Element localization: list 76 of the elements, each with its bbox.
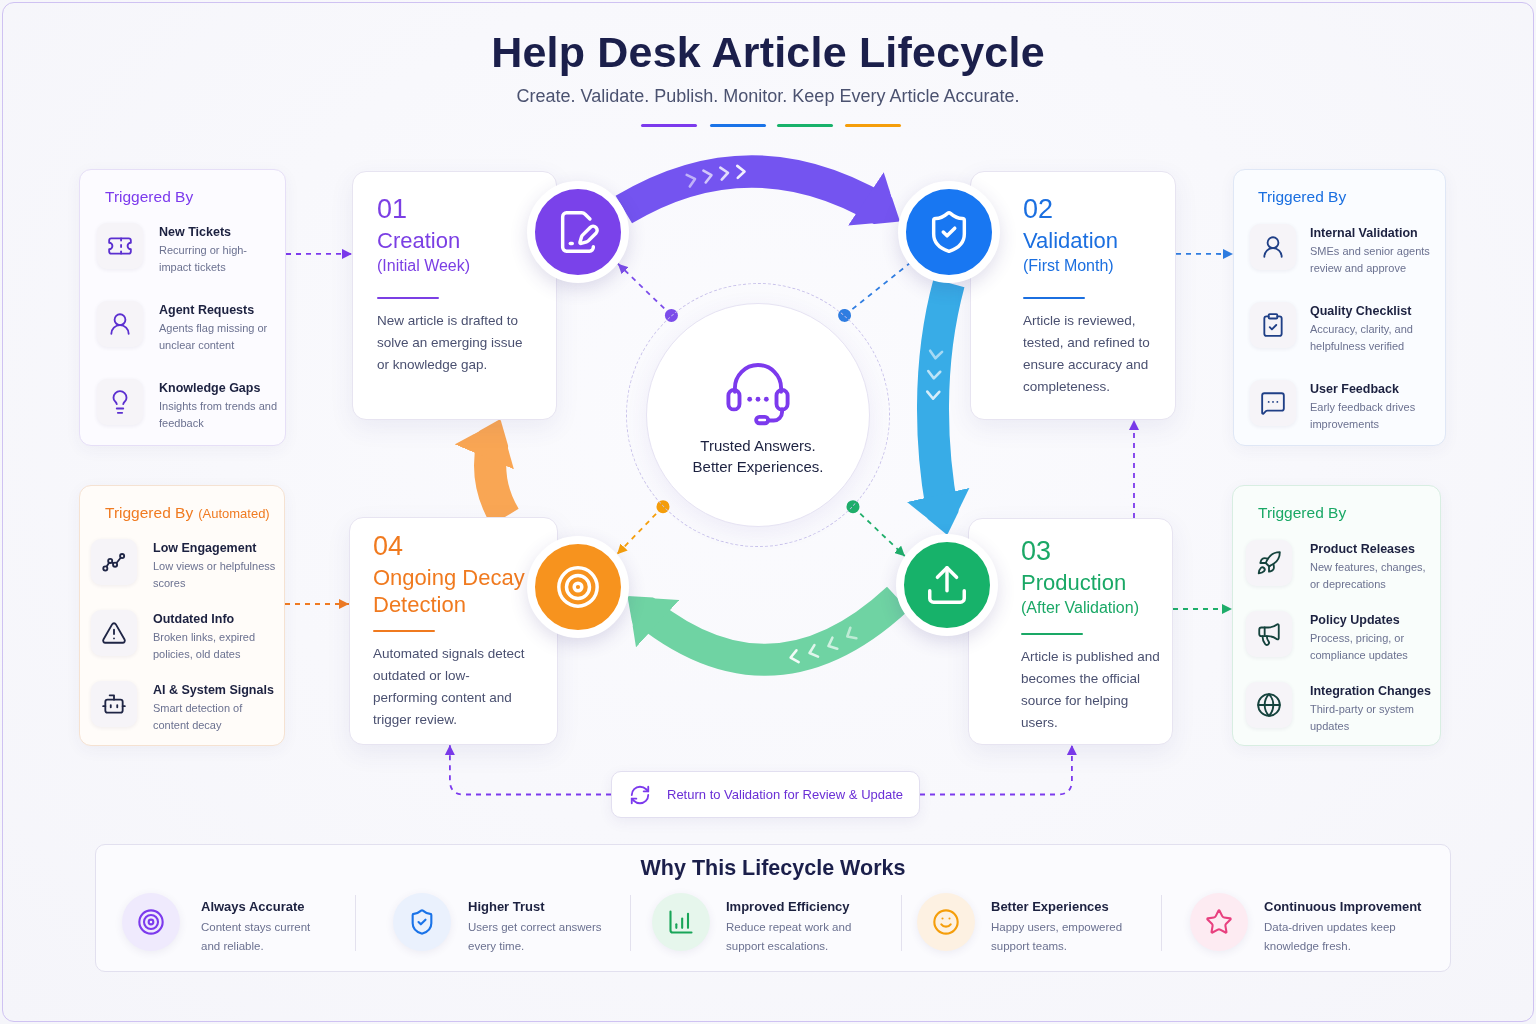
item-title: Outdated Info [153,611,235,627]
stage-period: (After Validation) [1021,598,1139,618]
benefit-description: Data-driven updates keep knowledge fresh. [1264,920,1397,954]
stage-period: (Initial Week) [377,256,471,276]
dashed-arrow [1172,604,1233,614]
panel-heading: Triggered By [105,187,194,207]
item-description: Low views or helpfulness scores [153,559,277,591]
stage-card [349,517,558,745]
stage-number: 02 [1023,194,1054,224]
stage-number: 01 [377,194,408,224]
benefit-description: Users get correct answers every time. [468,920,603,954]
stage-description: Article is published and becomes the official source for helping users. [1021,648,1161,732]
stage-card [970,171,1176,420]
item-title: Quality Checklist [1310,303,1412,319]
panel-heading-note: (Automated) [198,505,270,523]
item-description: SMEs and senior agents review and approve [1310,244,1431,276]
panel-heading: Triggered By [1258,503,1347,523]
dashed-arrow [444,744,612,796]
benefit-title: Continuous Improvement [1264,898,1422,916]
pill-label: Return to Validation for Review & Update [667,785,904,804]
panel-heading: Triggered By [105,503,194,523]
return-pill [611,771,920,818]
item-description: Smart detection of content decay [153,701,244,733]
trigger-panel [79,485,285,746]
item-description: Accuracy, clarity, and helpfulness verified [1310,322,1414,354]
stage-description: New article is drafted to solve an emerging issue or knowledge gap. [377,312,524,374]
stage-number: 04 [373,531,404,561]
subtitle: Create. Validate. Publish. Monitor. Keep Every Article Accurate. [516,85,1020,107]
benefit-description: Content stays current and reliable. [201,920,312,954]
item-description: Insights from trends and feedback [159,399,278,431]
item-title: Agent Requests [159,302,255,318]
trigger-panel [1232,485,1441,746]
item-description: Early feedback drives improvements [1310,400,1417,432]
stage-title: Production [1021,569,1127,596]
benefits-heading: Why This Lifecycle Works [640,855,906,882]
trigger-panel [1233,169,1446,446]
benefits-panel [95,844,1451,972]
item-title: Policy Updates [1310,612,1400,628]
stage-description: Article is reviewed, tested, and refined to ensure accuracy and completeness. [1023,312,1151,396]
item-description: Process, pricing, or compliance updates [1310,631,1409,663]
panel-heading: Triggered By [1258,187,1347,207]
item-title: AI & System Signals [153,682,274,698]
benefit-title: Improved Efficiency [726,898,850,916]
item-description: Third-party or system updates [1310,702,1415,734]
item-title: Low Engagement [153,540,257,556]
item-description: Broken links, expired policies, old dates [153,630,257,662]
benefit-title: Always Accurate [201,898,305,916]
trigger-panel [79,169,286,446]
dashed-arrow [285,248,353,259]
dashed-arrow [1129,419,1139,519]
dashed-arrow [919,744,1077,796]
dashed-arrow [284,599,350,609]
diagram-title: Help Desk Article Lifecycle [491,27,1045,78]
stage-title: Ongoing Decay Detection [373,564,526,618]
stage-title: Validation [1023,227,1118,254]
stage-number: 03 [1021,536,1052,566]
item-title: Product Releases [1310,541,1415,557]
hub-text: Trusted Answers. Better Experiences. [691,436,825,477]
benefit-description: Happy users, empowered support teams. [991,920,1124,954]
stage-period: (First Month) [1023,256,1114,276]
item-description: Recurring or high-impact tickets [159,243,249,275]
item-description: New features, changes, or deprecations [1310,560,1427,592]
benefit-title: Better Experiences [991,898,1109,916]
item-title: New Tickets [159,224,232,240]
stage-title: Creation [377,227,461,254]
item-title: Internal Validation [1310,225,1418,241]
dashed-arrow [1175,249,1234,259]
item-title: Knowledge Gaps [159,380,261,396]
stage-card [352,171,557,420]
benefit-description: Reduce repeat work and support escalations. [726,920,853,954]
stage-card [968,518,1173,745]
item-title: User Feedback [1310,381,1399,397]
item-description: Agents flag missing or unclear content [159,321,269,353]
benefit-title: Higher Trust [468,898,545,916]
stage-description: Automated signals detect outdated or low-performing content and trigger review. [373,645,526,729]
item-title: Integration Changes [1310,683,1431,699]
